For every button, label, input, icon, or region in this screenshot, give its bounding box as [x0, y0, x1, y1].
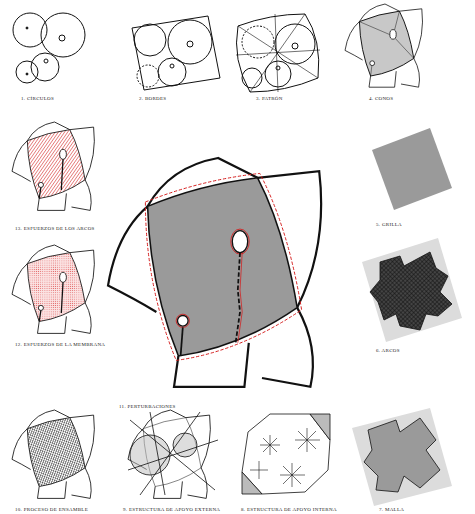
caption-label: 3. PATRÓN [255, 96, 284, 101]
caption-label: 7. MALLA [378, 507, 405, 512]
caption-label: 9. ESTRUCTURA DE APOYO EXTERNA [122, 507, 221, 512]
caption-label: 10. PROCESO DE ENSAMBLE [14, 507, 89, 512]
caption-label: 4. CONOS [368, 96, 394, 101]
caption-label: 12. ESFUERZOS DE LA MEMBRANA [14, 342, 106, 347]
caption-label: 11. PERTURBACIONES [118, 404, 177, 409]
caption-label: 1. CÍRCULOS [20, 96, 55, 101]
caption-label: 8. ESTRUCTURA DE APOYO INTERNA [240, 507, 338, 512]
caption-label: 5. GRILLA [375, 222, 403, 227]
caption-label: 2. BORDES [138, 96, 167, 101]
caption-label: 13. ESFUERZOS DE LOS ARCOS [14, 226, 96, 231]
caption-label: 6. ARCOS [375, 348, 401, 353]
